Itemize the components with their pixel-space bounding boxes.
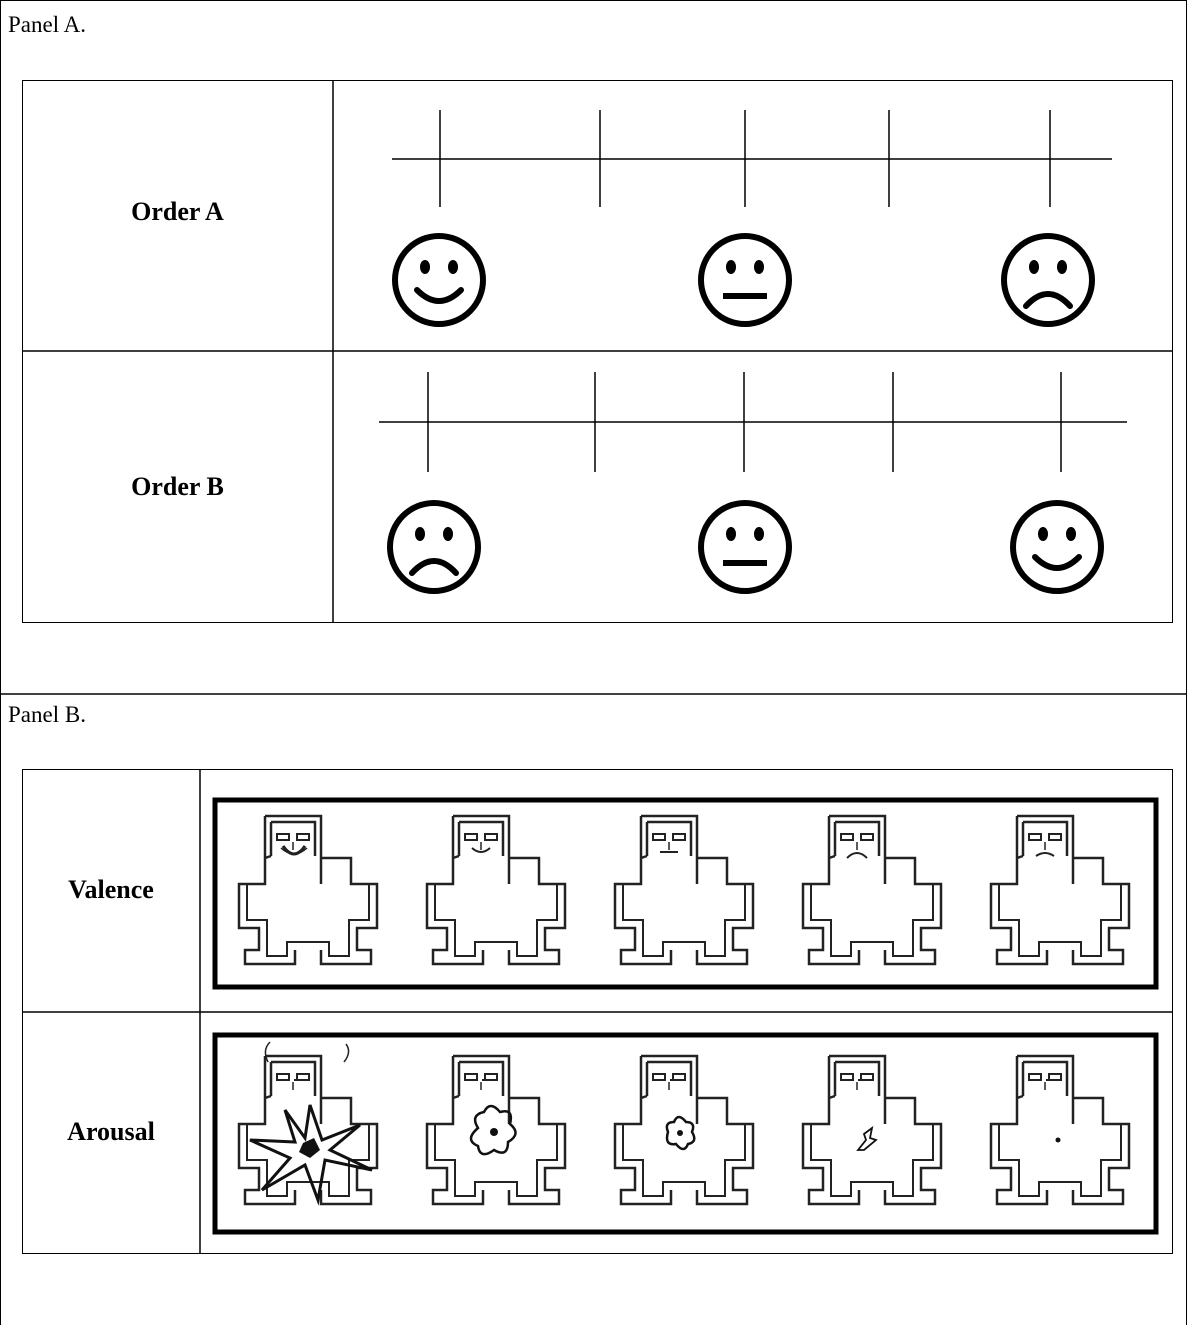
- order-b-scale: [379, 372, 1127, 591]
- sam-neutral-icon: [613, 814, 755, 966]
- sam-happy-icon: [425, 814, 567, 966]
- panel-a-label: Panel A.: [8, 12, 86, 37]
- valence-label: Valence: [68, 875, 154, 904]
- sam-burst-medium-icon: [425, 1054, 567, 1206]
- sad-face-icon: [390, 503, 478, 591]
- neutral-face-icon: [701, 236, 789, 324]
- sam-very-sad-icon: [989, 814, 1131, 966]
- sam-sad-icon: [801, 814, 943, 966]
- sam-spark-icon: [801, 1054, 943, 1206]
- valence-sam-strip: [212, 797, 1159, 990]
- arousal-sam-strip: [212, 1032, 1159, 1235]
- sam-explosion-large-icon: [237, 1041, 379, 1206]
- order-b-label: Order B: [131, 472, 224, 501]
- happy-face-icon: [1013, 503, 1101, 591]
- order-a-label: Order A: [131, 197, 224, 226]
- neutral-face-icon: [701, 503, 789, 591]
- panel-b-label: Panel B.: [8, 702, 86, 727]
- sam-dot-icon: [989, 1054, 1131, 1206]
- sad-face-icon: [1004, 236, 1092, 324]
- happy-face-icon: [395, 236, 483, 324]
- sam-very-happy-icon: [237, 814, 379, 966]
- arousal-label: Arousal: [67, 1117, 155, 1146]
- order-a-scale: [392, 110, 1112, 324]
- sam-burst-small-icon: [613, 1054, 755, 1206]
